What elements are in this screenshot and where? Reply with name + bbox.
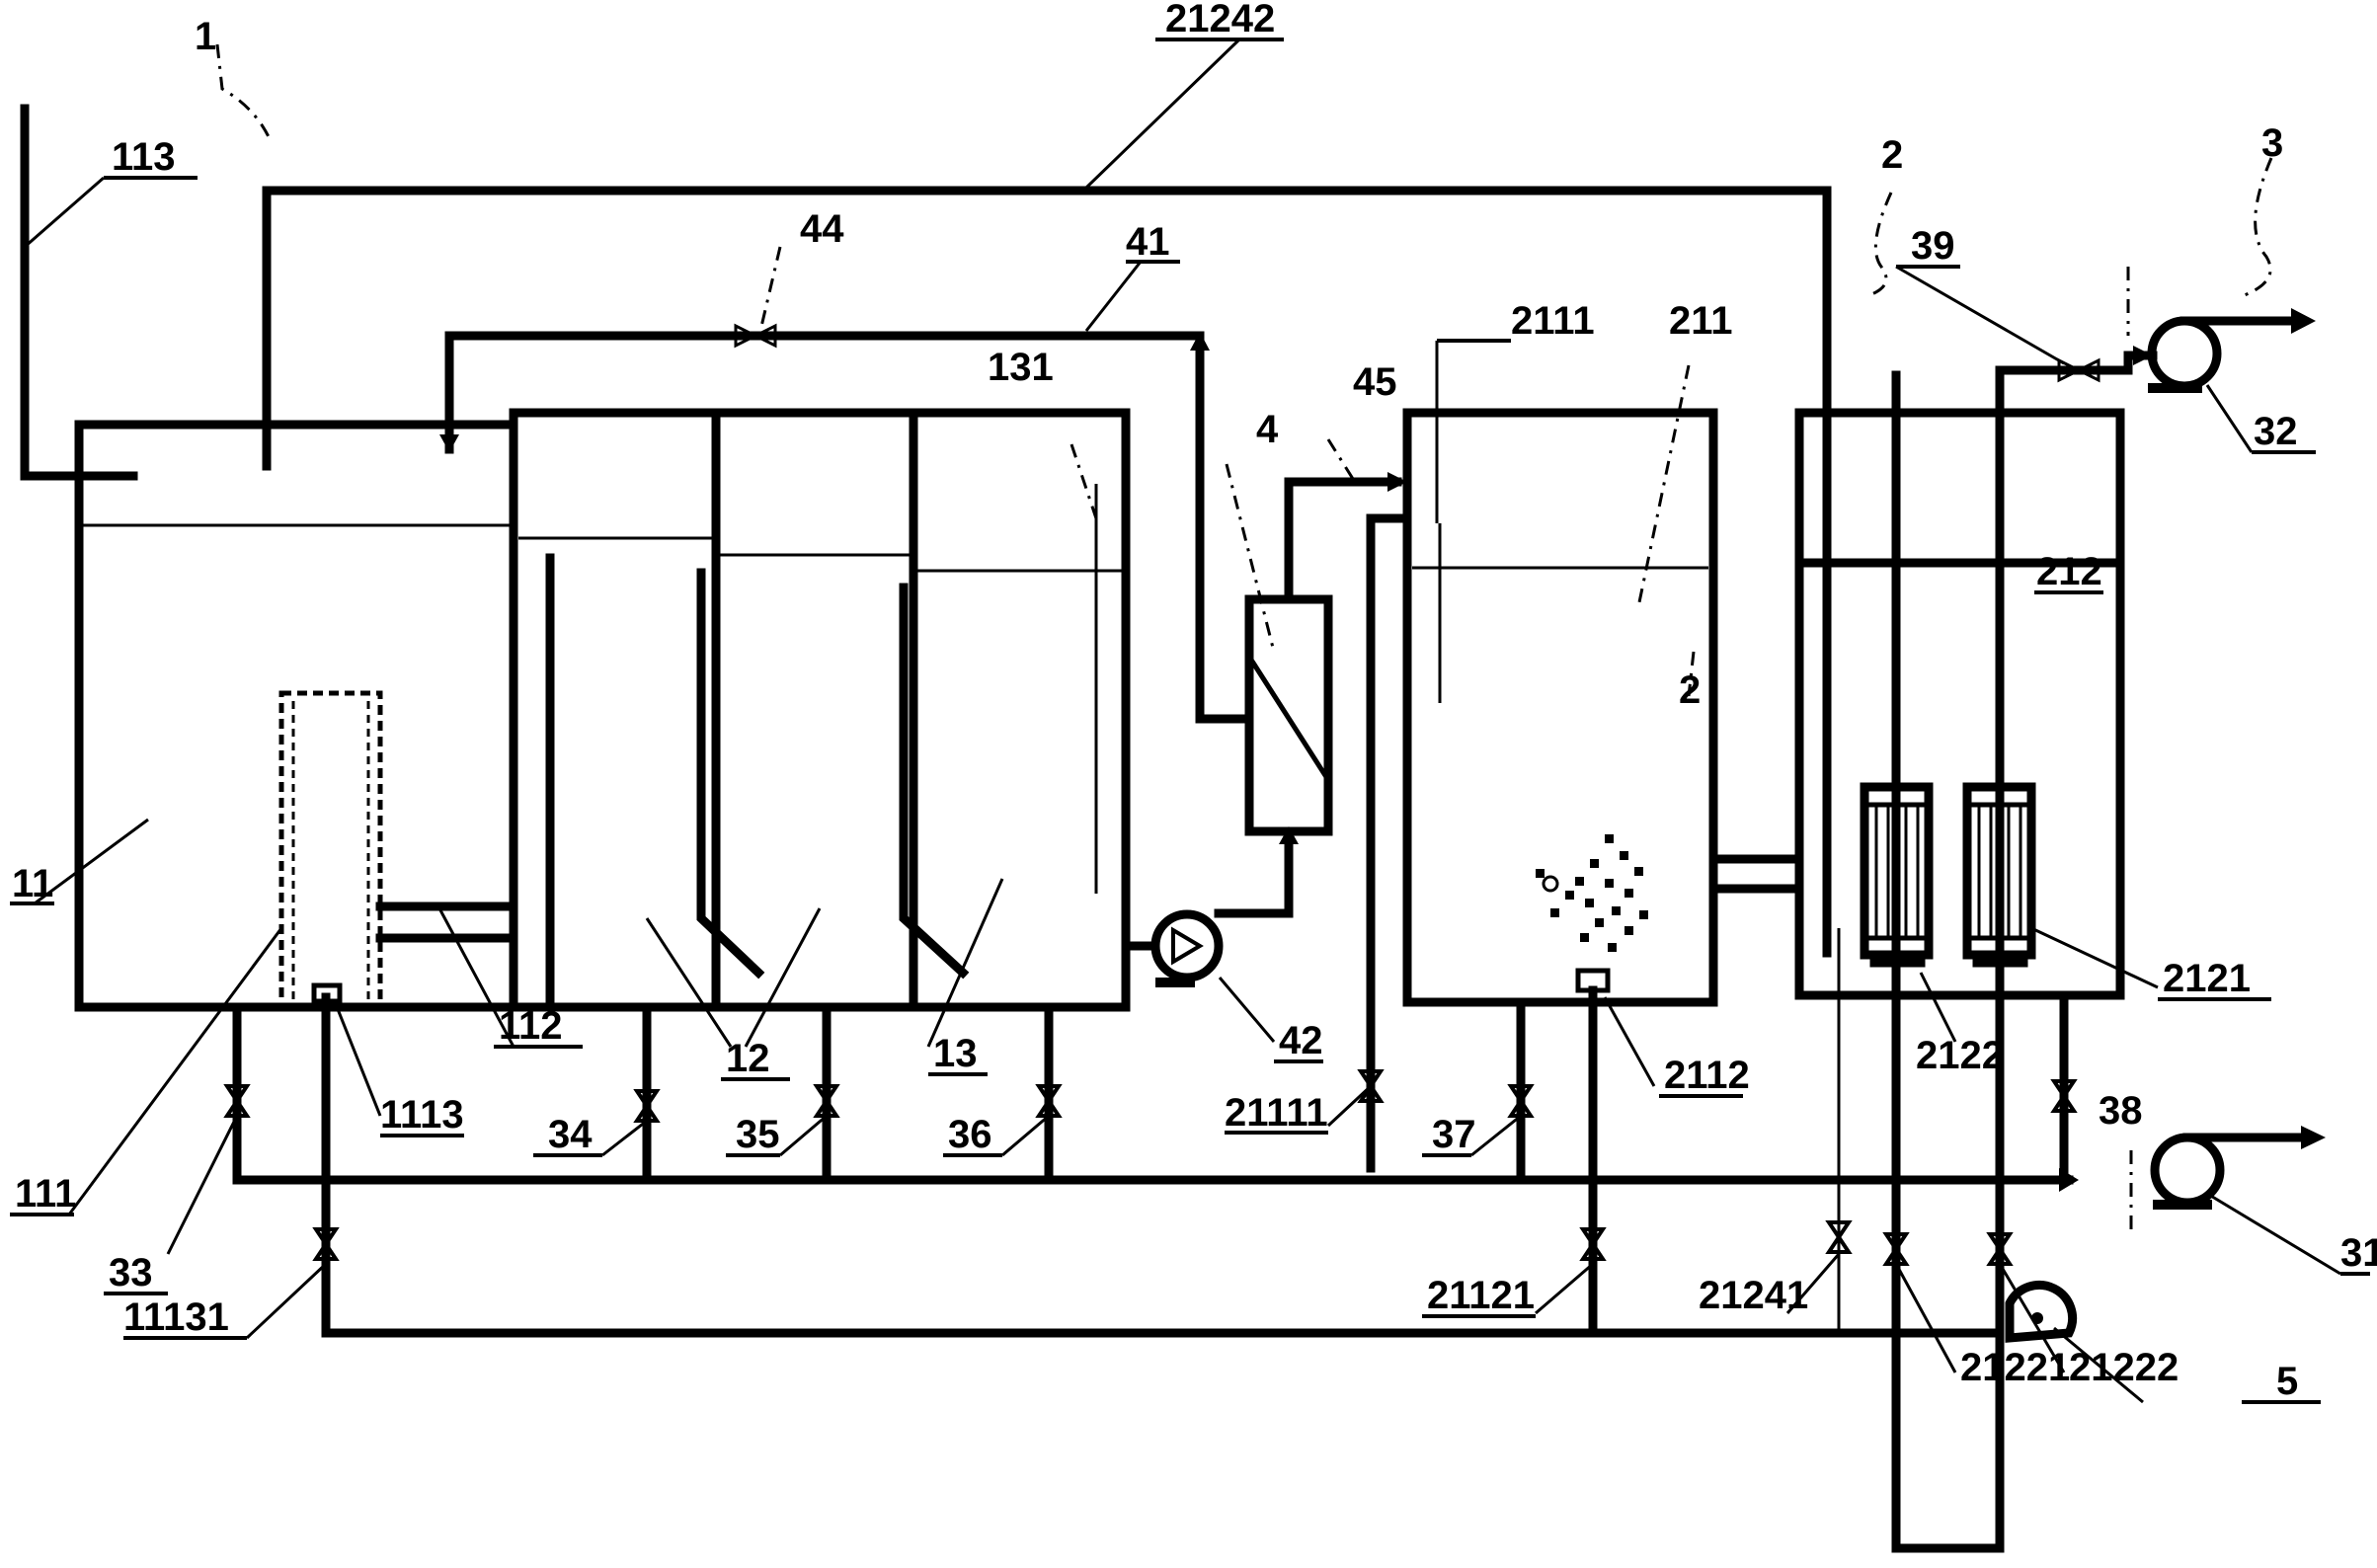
label-2-side: 2 (1679, 668, 1701, 712)
label-1113: 1113 (380, 1093, 464, 1137)
valves (223, 1069, 2078, 1266)
label-31: 31 (2340, 1231, 2377, 1275)
label-2: 2 (1881, 133, 1903, 177)
label-41: 41 (1126, 220, 1170, 264)
label-11131: 11131 (123, 1295, 229, 1339)
valve-44 (734, 323, 777, 349)
label-45: 45 (1353, 360, 1397, 404)
part-labels: 1 113 21242 44 41 131 4 45 2111 211 2 2 … (12, 0, 2377, 1403)
valve-39 (2057, 357, 2100, 383)
tank-211 (1402, 408, 1718, 1007)
label-112: 112 (499, 1004, 563, 1048)
label-39: 39 (1911, 224, 1955, 268)
label-44: 44 (800, 207, 844, 251)
label-212: 212 (2036, 550, 2102, 593)
label-2122: 2122 (1916, 1034, 2004, 1077)
label-3: 3 (2261, 121, 2283, 165)
label-38: 38 (2099, 1089, 2143, 1133)
label-33: 33 (109, 1251, 153, 1294)
inlet-pipe-113 (20, 104, 138, 481)
label-11: 11 (12, 862, 53, 905)
label-211: 211 (1669, 299, 1733, 343)
label-35: 35 (736, 1113, 780, 1156)
label-36: 36 (948, 1113, 992, 1156)
label-111: 111 (15, 1172, 76, 1215)
label-13: 13 (933, 1032, 978, 1075)
pump-31 (2150, 1126, 2326, 1210)
label-underlines (10, 38, 2370, 1404)
label-2111: 2111 (1511, 299, 1595, 343)
label-21221: 21221 (1960, 1346, 2070, 1389)
air-line (321, 992, 2000, 1338)
label-2112: 2112 (1664, 1054, 1750, 1097)
label-5: 5 (2276, 1360, 2298, 1403)
label-21241: 21241 (1699, 1274, 1808, 1317)
label-32: 32 (2254, 410, 2298, 453)
label-21121: 21121 (1427, 1274, 1535, 1317)
label-2121: 2121 (2163, 957, 2251, 1000)
pipe-45 (1284, 477, 1402, 604)
label-4: 4 (1256, 408, 1279, 451)
label-34: 34 (548, 1113, 593, 1156)
pump-32 (2147, 308, 2316, 393)
tank-12-13 (509, 408, 1131, 1012)
label-21111: 21111 (1225, 1091, 1328, 1135)
label-12: 12 (726, 1037, 770, 1080)
label-113: 113 (112, 135, 176, 179)
filter-unit-4 (1244, 594, 1333, 836)
leader-lines (24, 38, 2341, 1404)
label-37: 37 (1432, 1113, 1476, 1156)
label-1: 1 (195, 15, 216, 58)
drain-pipe-21111 (1366, 513, 1412, 1173)
recycle-pipe-21242 (262, 186, 1832, 958)
blower-5 (2005, 1280, 2078, 1343)
label-21242: 21242 (1165, 0, 1275, 40)
label-131: 131 (988, 346, 1054, 389)
label-42: 42 (1279, 1019, 1323, 1062)
label-21222: 21222 (2069, 1346, 2179, 1389)
air-bubbles (1536, 834, 1648, 952)
tank-212 (1794, 370, 2125, 1553)
drain-line (232, 1004, 2074, 1185)
tank-11 (74, 420, 518, 1012)
pump-42 (1150, 909, 1224, 987)
